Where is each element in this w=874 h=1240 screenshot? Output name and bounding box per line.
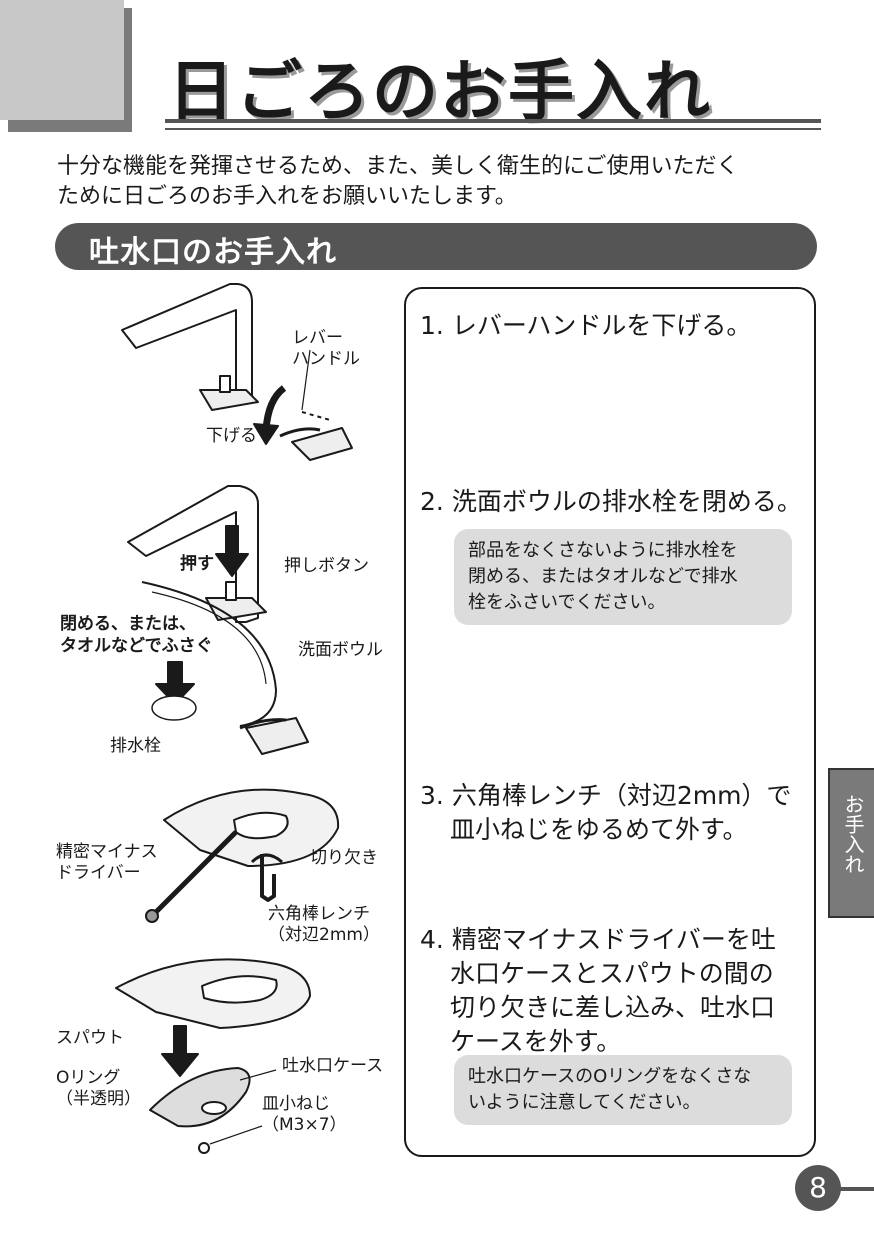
lever-handle-1	[291, 427, 353, 461]
note-line: 閉める、またはタオルなどで排水	[468, 566, 738, 587]
step-4-line-1: 精密マイナスドライバーを吐	[451, 925, 776, 954]
label-spout: スパウト	[56, 1028, 124, 1048]
label-close-1: 閉める、または、	[60, 614, 196, 634]
flat-head-screw	[198, 1142, 210, 1154]
title-rule-thin	[165, 128, 821, 130]
step-4-number: 4.	[420, 925, 444, 954]
page-number: 8	[795, 1165, 841, 1211]
side-index-tab[interactable]: お手入れ	[828, 768, 874, 918]
label-push-button: 押しボタン	[284, 556, 369, 576]
faucet-1	[121, 283, 253, 405]
step-4-line-2: 水口ケースとスパウトの間の	[450, 959, 774, 988]
label-oring-1: Oリング	[56, 1068, 121, 1088]
drain-plug	[151, 695, 197, 721]
step-2-text: 洗面ボウルの排水栓を閉める。	[451, 487, 802, 516]
side-tab-label: お手入れ	[841, 794, 865, 874]
hex-wrench	[260, 854, 276, 902]
intro-line-2: ために日ごろのお手入れをお願いいたします。	[57, 184, 517, 209]
page-title: 日ごろのお手入れ	[168, 53, 712, 130]
label-oring-2: （半透明）	[56, 1089, 141, 1109]
label-close-2: タオルなどでふさぐ	[60, 636, 213, 656]
instruction-panel: 1. レバーハンドルを下げる。 2. 洗面ボウルの排水栓を閉める。 部品をなくさ…	[404, 287, 816, 1157]
label-notch: 切り欠き	[310, 848, 378, 868]
note-line: 栓をふさいでください。	[468, 592, 666, 613]
label-bowl: 洗面ボウル	[298, 640, 383, 660]
step-2-note: 部品をなくさないように排水栓を 閉める、またはタオルなどで排水 栓をふさいでくだ…	[454, 529, 792, 625]
step-3: 3. 六角棒レンチ（対辺2mm）で 皿小ねじをゆるめて外す。	[420, 779, 791, 847]
outlet-case	[149, 1067, 251, 1128]
step-1: 1. レバーハンドルを下げる。	[420, 309, 751, 343]
label-wrench-1: 六角棒レンチ	[268, 904, 370, 924]
step-1-number: 1.	[420, 311, 444, 340]
illustration: レバー ハンドル 下げる 押す 押しボタン 閉める、または、 タオルなどでふさぐ…	[40, 280, 400, 1180]
step-3-number: 3.	[420, 781, 444, 810]
label-lever-2: ハンドル	[292, 349, 360, 369]
faucet-illustration	[115, 283, 353, 1154]
label-drain: 排水栓	[110, 736, 161, 756]
screwdriver	[150, 830, 238, 918]
lower-arrow	[262, 385, 287, 431]
header-block	[0, 0, 124, 120]
page-number-line	[830, 1187, 874, 1191]
step-3-line-2: 皿小ねじをゆるめて外す。	[450, 815, 748, 844]
section-header: 吐水口のお手入れ	[55, 223, 817, 270]
note-line: 吐水口ケースのOリングをなくさな	[468, 1066, 752, 1087]
label-lever-1: レバー	[292, 328, 343, 348]
label-screw-1: 皿小ねじ	[262, 1094, 330, 1114]
section-title: 吐水口のお手入れ	[89, 235, 337, 270]
step-1-text: レバーハンドルを下げる。	[451, 311, 752, 340]
step-2: 2. 洗面ボウルの排水栓を閉める。	[420, 485, 802, 519]
label-screw-2: （M3×7）	[262, 1115, 347, 1135]
step-4-line-4: ケースを外す。	[450, 1027, 622, 1056]
title-rule	[165, 119, 821, 123]
step-3-line-1: 六角棒レンチ（対辺2mm）で	[451, 781, 792, 810]
label-wrench-2: （対辺2mm）	[268, 925, 380, 945]
label-lower: 下げる	[206, 426, 257, 446]
intro-text: 十分な機能を発揮させるため、また、美しく衛生的にご使用いただく ために日ごろのお…	[57, 152, 827, 212]
drain-arrow	[155, 661, 195, 705]
note-line: いように注意してください。	[468, 1092, 701, 1113]
label-push: 押す	[180, 554, 214, 574]
label-driver-1: 精密マイナス	[56, 842, 158, 862]
intro-line-1: 十分な機能を発揮させるため、また、美しく衛生的にご使用いただく	[57, 154, 739, 179]
washbasin-bowl	[141, 581, 277, 727]
label-driver-2: ドライバー	[56, 863, 141, 883]
step-4: 4. 精密マイナスドライバーを吐 水口ケースとスパウトの間の 切り欠きに差し込み…	[420, 923, 776, 1059]
note-line: 部品をなくさないように排水栓を	[468, 540, 738, 561]
down-arrow	[161, 1025, 199, 1077]
label-case: 吐水口ケース	[282, 1056, 384, 1076]
push-arrow	[215, 525, 249, 577]
step-4-note: 吐水口ケースのOリングをなくさな いように注意してください。	[454, 1055, 792, 1125]
step-4-line-3: 切り欠きに差し込み、吐水口	[450, 993, 776, 1022]
step-2-number: 2.	[420, 487, 444, 516]
